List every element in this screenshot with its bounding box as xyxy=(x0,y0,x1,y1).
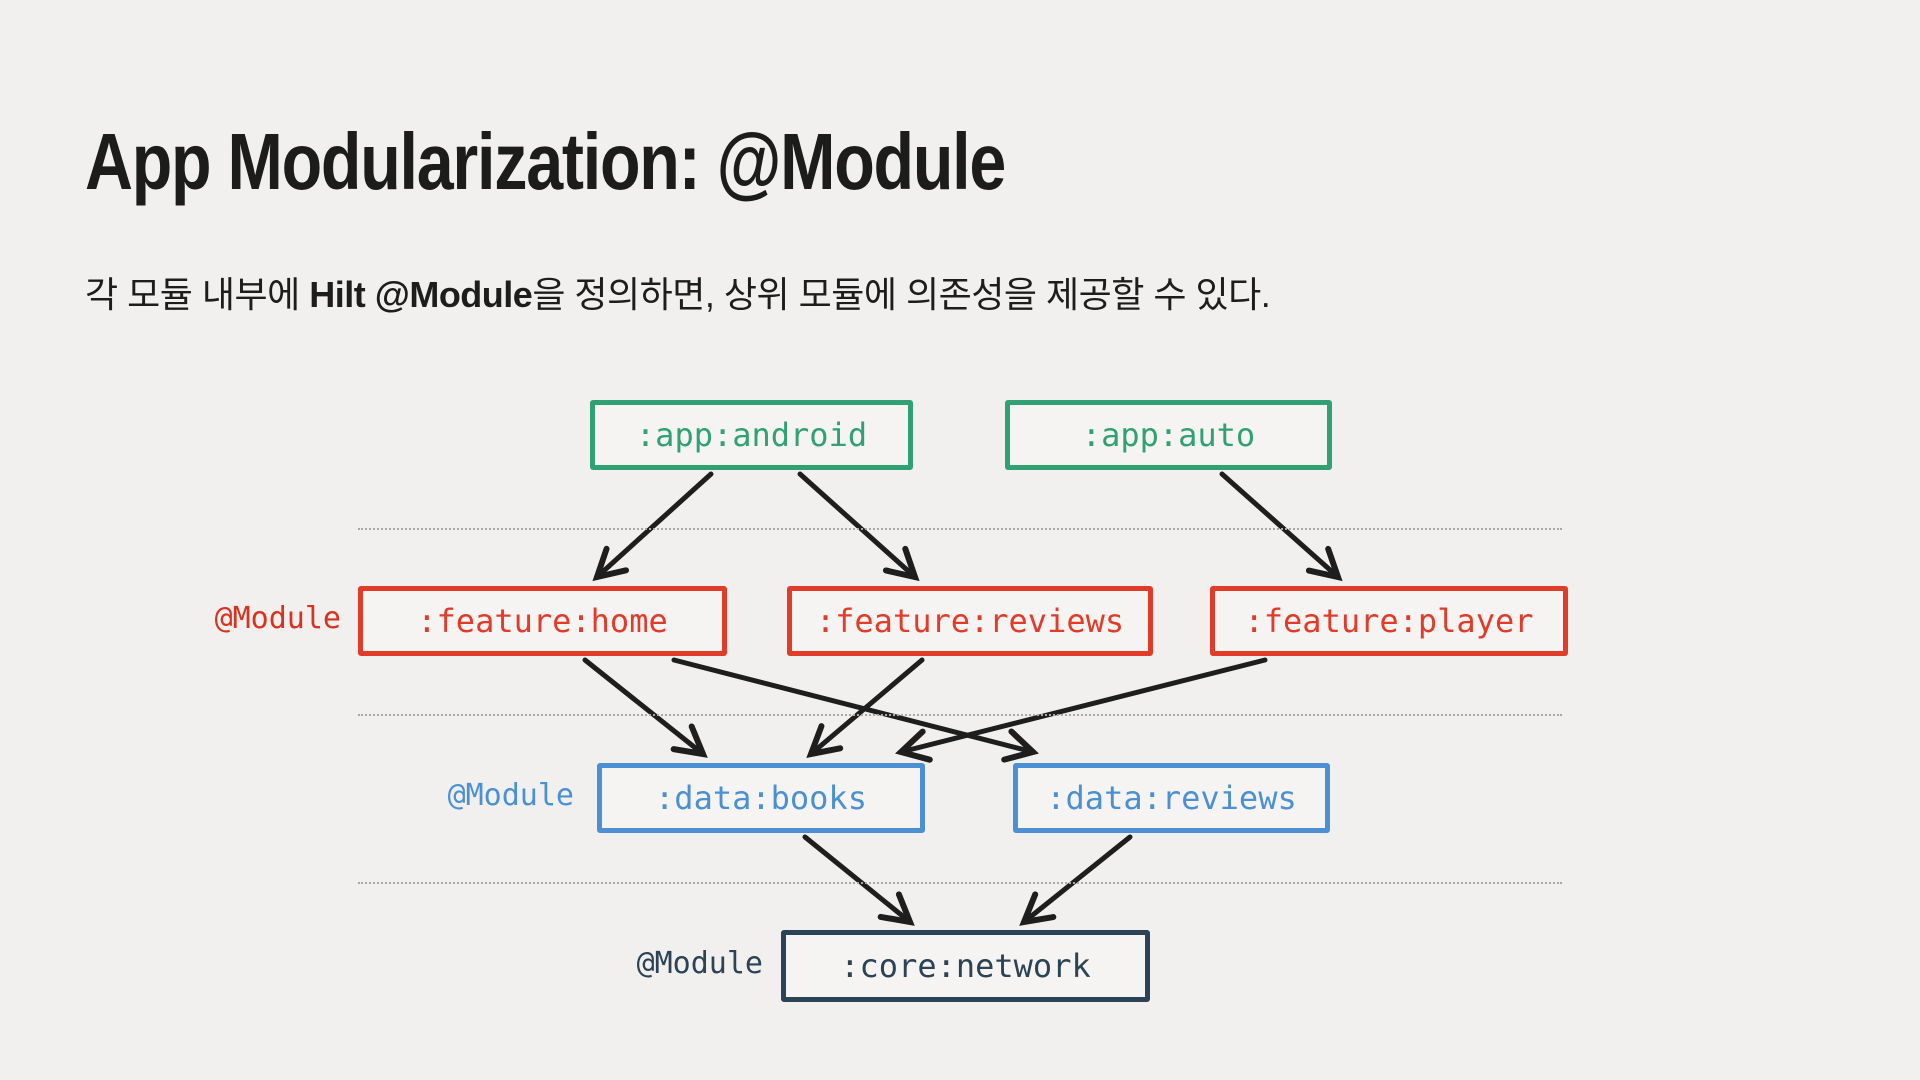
module-node-app-android: :app:android xyxy=(590,400,913,470)
layer-divider-3 xyxy=(358,882,1562,884)
dependency-arrow-data-books--core-network xyxy=(802,834,915,926)
dependency-arrow-feature-reviews--data-books xyxy=(806,657,925,758)
dependency-arrow-app-auto--feature-player xyxy=(1219,471,1343,582)
dependency-arrow-app-android--feature-reviews xyxy=(797,471,920,582)
layer-divider-1 xyxy=(358,528,1562,530)
module-annotation-navy: @Module xyxy=(636,946,763,981)
dependency-arrow-app-android--feature-home xyxy=(592,471,714,582)
subtitle: 각 모듈 내부에 Hilt @Module을 정의하면, 상위 모듈에 의존성을… xyxy=(85,266,1271,318)
module-node-data-reviews: :data:reviews xyxy=(1013,763,1330,833)
module-node-app-auto: :app:auto xyxy=(1005,400,1332,470)
layer-divider-2 xyxy=(358,714,1562,716)
module-node-feature-player: :feature:player xyxy=(1210,586,1568,656)
page-title: App Modularization: @Module xyxy=(85,117,1006,206)
subtitle-bold-text: Hilt @Module xyxy=(309,274,533,315)
module-annotation-blue: @Module xyxy=(447,778,574,813)
module-node-feature-reviews: :feature:reviews xyxy=(787,586,1153,656)
module-node-data-books: :data:books xyxy=(597,763,925,833)
dependency-arrow-feature-home--data-books xyxy=(582,657,708,758)
dependency-arrow-feature-home--data-reviews xyxy=(671,657,1039,763)
dependency-arrow-feature-player--data-books xyxy=(895,657,1268,763)
module-node-core-network: :core:network xyxy=(781,930,1150,1002)
dependency-arrow-data-reviews--core-network xyxy=(1019,834,1133,926)
module-node-feature-home: :feature:home xyxy=(358,586,727,656)
subtitle-text-pre: 각 모듈 내부에 xyxy=(85,274,310,315)
module-annotation-red: @Module xyxy=(214,601,341,636)
subtitle-text-post: 을 정의하면, 상위 모듈에 의존성을 제공할 수 있다. xyxy=(532,274,1271,315)
